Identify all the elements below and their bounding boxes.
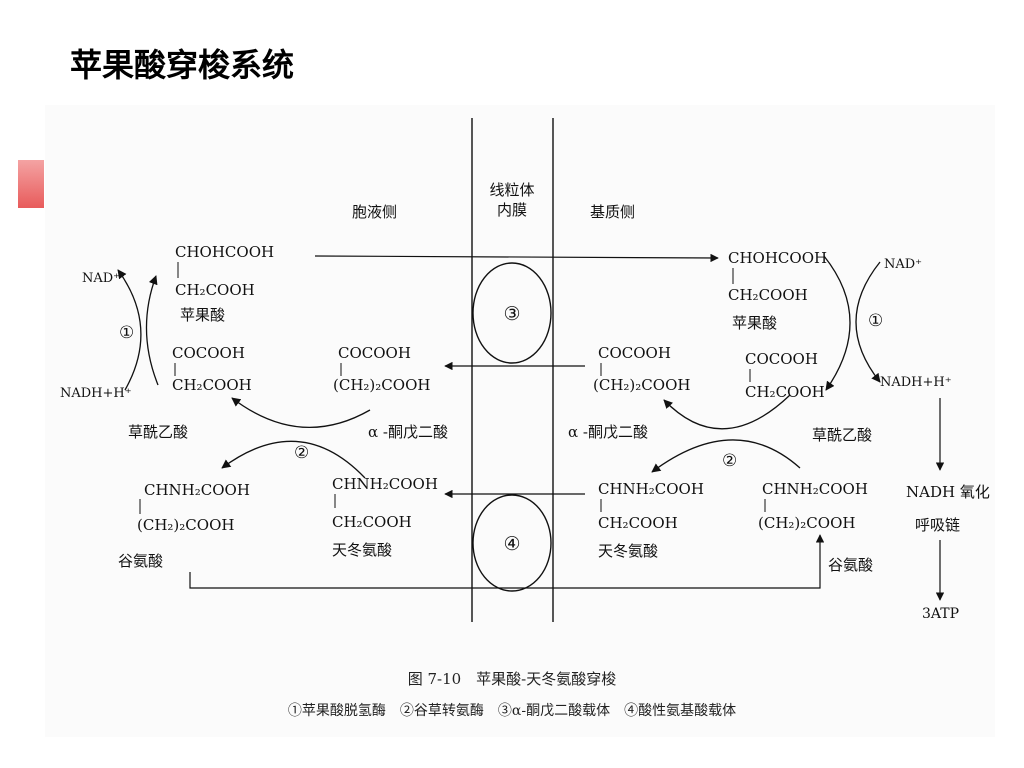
right-asp-name: 天冬氨酸	[598, 542, 658, 560]
right-transaminase-arc-1	[663, 394, 791, 430]
left-nad: NAD⁺	[82, 271, 120, 286]
left-enzyme-1: ①	[119, 323, 134, 343]
figure-caption: 图 7-10 苹果酸-天冬氨酸穿梭	[407, 670, 617, 688]
right-malate-name: 苹果酸	[732, 314, 777, 332]
left-malate-formula-1: CHOHCOOH	[175, 243, 274, 261]
label-membrane-2: 内膜	[497, 201, 527, 219]
right-akg-formula-2: (CH₂)₂COOH	[593, 376, 690, 394]
right-oaa-formula-2: CH₂COOH	[745, 383, 825, 401]
left-malate-name: 苹果酸	[180, 306, 225, 324]
right-asp-formula-2: CH₂COOH	[598, 514, 678, 532]
right-malate-formula-2: CH₂COOH	[728, 286, 808, 304]
figure-legend: ①苹果酸脱氢酶 ②谷草转氨酶 ③α-酮戊二酸载体 ④酸性氨基酸载体	[287, 703, 737, 719]
right-asp-formula-1: CHNH₂COOH	[598, 480, 704, 498]
right-nad: NAD⁺	[884, 257, 922, 272]
right-nadh: NADH+H⁺	[880, 375, 952, 390]
carrier-3-circle	[472, 262, 552, 364]
left-oaa-formula-2: CH₂COOH	[172, 376, 252, 394]
left-asp-name: 天冬氨酸	[332, 541, 392, 559]
label-cytosol: 胞液侧	[352, 203, 397, 221]
right-glu-formula-2: (CH₂)₂COOH	[758, 514, 855, 532]
right-akg-name: α -酮戊二酸	[568, 423, 648, 441]
right-malate-dehydrogenase-arc-2	[855, 261, 881, 383]
right-oaa-formula-1: COCOOH	[745, 350, 818, 368]
left-glu-formula-2: (CH₂)₂COOH	[137, 516, 234, 534]
left-glu-formula-1: CHNH₂COOH	[144, 481, 250, 499]
carrier-4-circle	[472, 494, 552, 592]
right-oaa-name: 草酰乙酸	[812, 426, 872, 444]
left-asp-formula-2: CH₂COOH	[332, 513, 412, 531]
left-malate-formula-2: CH₂COOH	[175, 281, 255, 299]
chain-line-2: 呼吸链	[915, 516, 960, 534]
carrier-3-label: ③	[503, 303, 520, 325]
carrier-4-label: ④	[503, 533, 520, 555]
left-oaa-formula-1: COCOOH	[172, 344, 245, 362]
left-oaa-name: 草酰乙酸	[128, 423, 188, 441]
right-glu-name: 谷氨酸	[828, 556, 873, 574]
right-malate-dehydrogenase-arc-1	[823, 255, 851, 391]
label-matrix: 基质侧	[590, 203, 635, 221]
left-malate-dehydrogenase-arc-2	[117, 269, 142, 391]
figure-background	[45, 105, 995, 737]
slide-title: 苹果酸穿梭系统	[70, 46, 295, 84]
left-asp-formula-1: CHNH₂COOH	[332, 475, 438, 493]
right-enzyme-2: ②	[722, 451, 737, 471]
left-transaminase-arc-1	[231, 397, 371, 428]
left-akg-formula-2: (CH₂)₂COOH	[333, 376, 430, 394]
left-akg-name: α -酮戊二酸	[368, 423, 448, 441]
right-malate-formula-1: CHOHCOOH	[728, 249, 827, 267]
arrow-glu-in	[189, 534, 825, 589]
left-glu-name: 谷氨酸	[118, 552, 163, 570]
left-nadh: NADH+H⁺	[60, 386, 132, 401]
accent-bar	[18, 160, 44, 208]
arrow-malate-in	[314, 253, 719, 263]
left-malate-dehydrogenase-arc-1	[145, 275, 159, 386]
label-membrane-1: 线粒体	[489, 181, 534, 199]
atp-yield: 3ATP	[922, 606, 959, 622]
chain-line-1: NADH 氧化	[906, 483, 990, 501]
right-akg-formula-1: COCOOH	[598, 344, 671, 362]
left-transaminase-arc-2	[221, 440, 366, 479]
left-enzyme-2: ②	[294, 443, 309, 463]
right-transaminase-arc-2	[651, 439, 801, 473]
left-akg-formula-1: COCOOH	[338, 344, 411, 362]
right-glu-formula-1: CHNH₂COOH	[762, 480, 868, 498]
right-enzyme-1: ①	[868, 311, 883, 331]
